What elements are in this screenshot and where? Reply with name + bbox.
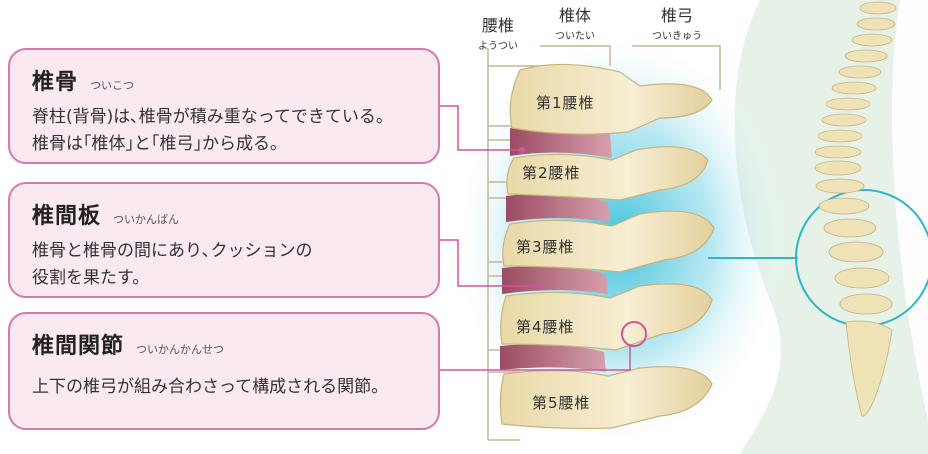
- callout-facet-joint-reading: ついかんかんせつ: [136, 343, 225, 356]
- header-body: 椎体 ついたい: [540, 2, 610, 42]
- vertebra-label-4: 第4腰椎: [516, 318, 575, 336]
- header-lumbar-main: 腰椎: [481, 16, 514, 35]
- callout-facet-joint-desc-line: 上下の椎弓が組み合わさって構成される関節。: [32, 377, 389, 397]
- callout-vertebra-desc-line: 脊柱(背骨)は､椎骨が積み重なってできている。: [32, 107, 393, 127]
- callout-facet-joint-desc: 上下の椎弓が組み合わさって構成される関節。: [32, 374, 420, 401]
- leader-lines: [440, 105, 631, 371]
- facet-joint-marker: [621, 321, 647, 347]
- callout-vertebra-desc: 脊柱(背骨)は､椎骨が積み重なってできている。 椎骨は｢椎体｣と｢椎弓｣から成る…: [32, 104, 420, 158]
- header-lumbar-sub: ようつい: [478, 41, 518, 52]
- callout-disc-desc-line: 椎骨と椎骨の間にあり､クッションの: [32, 241, 313, 261]
- vertebra-label-2: 第2腰椎: [522, 164, 581, 182]
- callout-facet-joint-title: 椎間関節: [32, 334, 125, 359]
- callout-disc-desc-line: 役割を果たす。: [32, 268, 150, 288]
- callout-vertebra-desc-line: 椎骨は｢椎体｣と｢椎弓｣から成る。: [32, 134, 287, 154]
- full-spine-thumbnail: [814, 1, 897, 417]
- lumbar-vertebrae: [499, 63, 715, 430]
- vertebra-label-3: 第3腰椎: [516, 238, 575, 256]
- callout-disc-title: 椎間板: [32, 204, 102, 229]
- callout-vertebra-title: 椎骨: [32, 70, 79, 95]
- vertebra-label-5: 第5腰椎: [532, 394, 591, 412]
- header-body-main: 椎体: [558, 6, 591, 25]
- callout-disc-desc: 椎骨と椎骨の間にあり､クッションの 役割を果たす。: [32, 238, 420, 292]
- header-arch-sub: ついきゅう: [652, 31, 702, 42]
- header-arch: 椎弓 ついきゅう: [640, 2, 714, 42]
- callout-vertebra: 椎骨 ついこつ 脊柱(背骨)は､椎骨が積み重なってできている。 椎骨は｢椎体｣と…: [8, 48, 440, 164]
- callout-disc: 椎間板 ついかんばん 椎骨と椎骨の間にあり､クッションの 役割を果たす。: [8, 182, 440, 298]
- header-body-sub: ついたい: [555, 31, 595, 42]
- header-lumbar: 腰椎 ようつい: [470, 12, 526, 52]
- callout-disc-reading: ついかんばん: [113, 213, 180, 226]
- callout-vertebra-reading: ついこつ: [90, 79, 135, 92]
- vertebra-label-1: 第1腰椎: [536, 94, 595, 112]
- callout-facet-joint: 椎間関節 ついかんかんせつ 上下の椎弓が組み合わさって構成される関節。: [8, 312, 440, 430]
- header-arch-main: 椎弓: [660, 6, 693, 25]
